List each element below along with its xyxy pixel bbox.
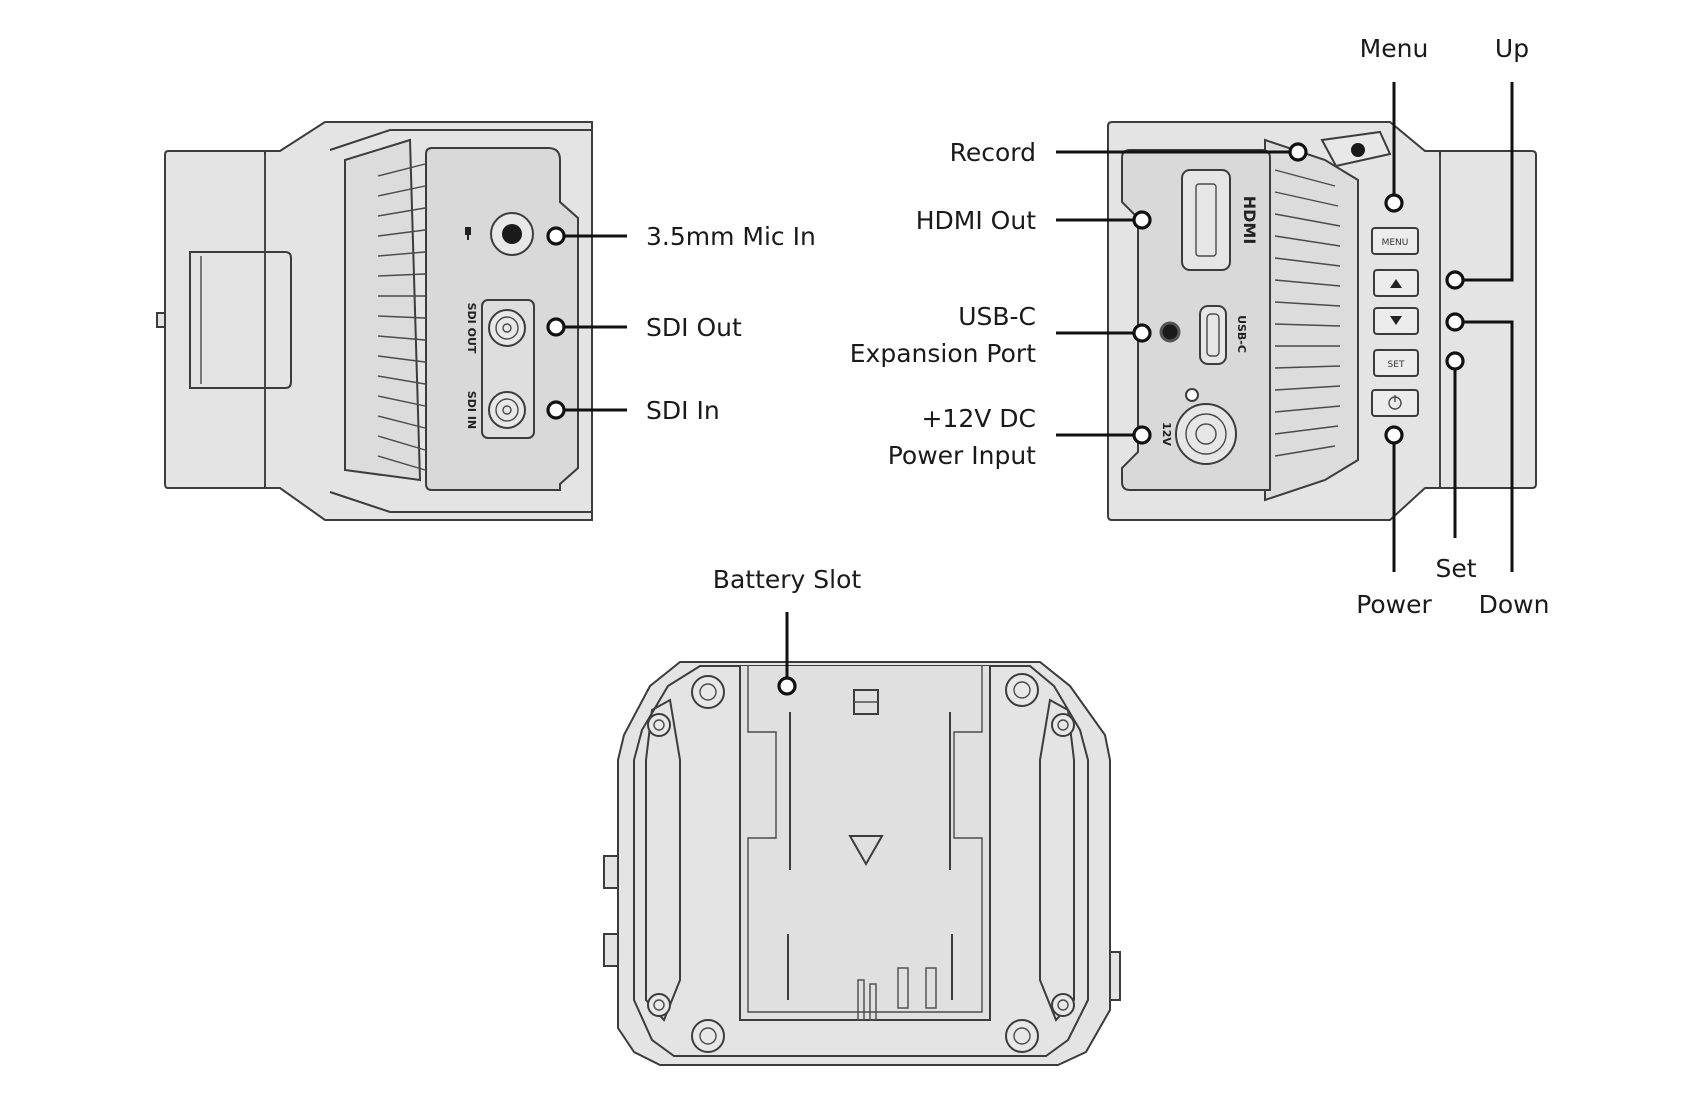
sdi-out-mark: SDI OUT xyxy=(465,303,478,354)
callout-marker-record xyxy=(1288,142,1308,162)
label-hdmi-out: HDMI Out xyxy=(916,206,1036,235)
callout-marker-sdi-in xyxy=(546,400,566,420)
callout-marker-usb-c xyxy=(1132,323,1152,343)
callout-marker-power-input xyxy=(1132,425,1152,445)
callout-marker-battery-slot xyxy=(777,676,797,696)
camera-bottom-view xyxy=(603,661,1121,1066)
label-set: Set xyxy=(1435,554,1476,583)
camera-left-side-view: SDI OUT SDI IN xyxy=(156,121,593,521)
menu-button-shape xyxy=(1371,227,1419,255)
sdi-in-mark: SDI IN xyxy=(465,391,478,429)
label-down: Down xyxy=(1479,590,1550,619)
dc-12v-mark: 12V xyxy=(1160,422,1173,446)
right-callouts: Record HDMI Out USB-C Expansion Port +12… xyxy=(850,34,1550,619)
label-power-input-line1: +12V DC xyxy=(921,404,1036,433)
label-usb-c-line1: USB-C xyxy=(958,302,1036,331)
callout-marker-hdmi-out xyxy=(1132,210,1152,230)
camera-right-side-view: HDMI USB-C 12V MENU SET xyxy=(1107,121,1537,521)
callout-marker-power xyxy=(1384,425,1404,445)
label-menu: Menu xyxy=(1360,34,1429,63)
usb-c-mark: USB-C xyxy=(1235,315,1248,353)
label-power: Power xyxy=(1356,590,1432,619)
left-callouts: 3.5mm Mic In SDI Out SDI In xyxy=(546,222,816,425)
callout-marker-down xyxy=(1445,312,1465,332)
bottom-callouts: Battery Slot xyxy=(713,565,862,696)
callout-marker-set xyxy=(1445,351,1465,371)
set-button-shape xyxy=(1373,349,1419,377)
label-usb-c-line2: Expansion Port xyxy=(850,339,1036,368)
set-button-mark: SET xyxy=(1388,360,1405,370)
label-record: Record xyxy=(950,138,1036,167)
callout-marker-sdi-out xyxy=(546,317,566,337)
callout-marker-up xyxy=(1445,270,1465,290)
screws xyxy=(647,673,1075,1053)
power-button-shape xyxy=(1371,389,1419,417)
hdmi-mark: HDMI xyxy=(1240,196,1259,245)
label-power-input-line2: Power Input xyxy=(888,441,1036,470)
label-battery-slot: Battery Slot xyxy=(713,565,862,594)
callout-marker-menu xyxy=(1384,193,1404,213)
label-sdi-in: SDI In xyxy=(646,396,720,425)
menu-button-mark: MENU xyxy=(1382,238,1409,248)
label-sdi-out: SDI Out xyxy=(646,313,742,342)
callout-marker-mic-in xyxy=(546,226,566,246)
label-mic-in: 3.5mm Mic In xyxy=(646,222,816,251)
label-up: Up xyxy=(1495,34,1529,63)
